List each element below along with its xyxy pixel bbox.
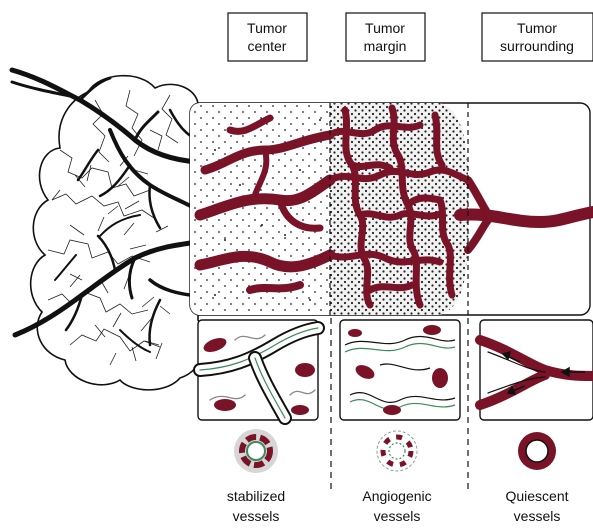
svg-text:Tumor: Tumor: [517, 20, 557, 36]
detail-panel-center: [198, 320, 318, 420]
detail-panel-surrounding: [480, 320, 593, 420]
stabilized-vessel-cross-section-icon: [234, 429, 278, 473]
caption-margin: Angiogenic vessels: [362, 488, 431, 524]
header-margin: Tumor margin: [346, 13, 425, 61]
header-center: Tumor center: [228, 13, 307, 61]
caption-surrounding: Quiescent vessels: [505, 488, 568, 524]
svg-text:Tumor: Tumor: [247, 20, 287, 36]
svg-text:Quiescent: Quiescent: [505, 488, 568, 504]
quiescent-vessel-cross-section-icon: [518, 432, 556, 470]
angiogenic-vessel-cross-section-icon: [377, 431, 417, 471]
svg-text:Tumor: Tumor: [365, 20, 405, 36]
vessel-panel: [190, 103, 593, 315]
svg-text:center: center: [248, 38, 287, 54]
svg-text:Angiogenic: Angiogenic: [362, 488, 431, 504]
svg-text:vessels: vessels: [233, 508, 280, 524]
svg-text:vessels: vessels: [514, 508, 561, 524]
svg-text:stabilized: stabilized: [227, 488, 285, 504]
caption-center: stabilized vessels: [227, 488, 285, 524]
detail-panel-margin: [340, 320, 460, 420]
header-surrounding: Tumor surrounding: [482, 13, 593, 61]
svg-text:vessels: vessels: [374, 508, 421, 524]
tumor-mass: [12, 70, 204, 390]
svg-text:surrounding: surrounding: [500, 38, 574, 54]
svg-text:margin: margin: [364, 38, 407, 54]
